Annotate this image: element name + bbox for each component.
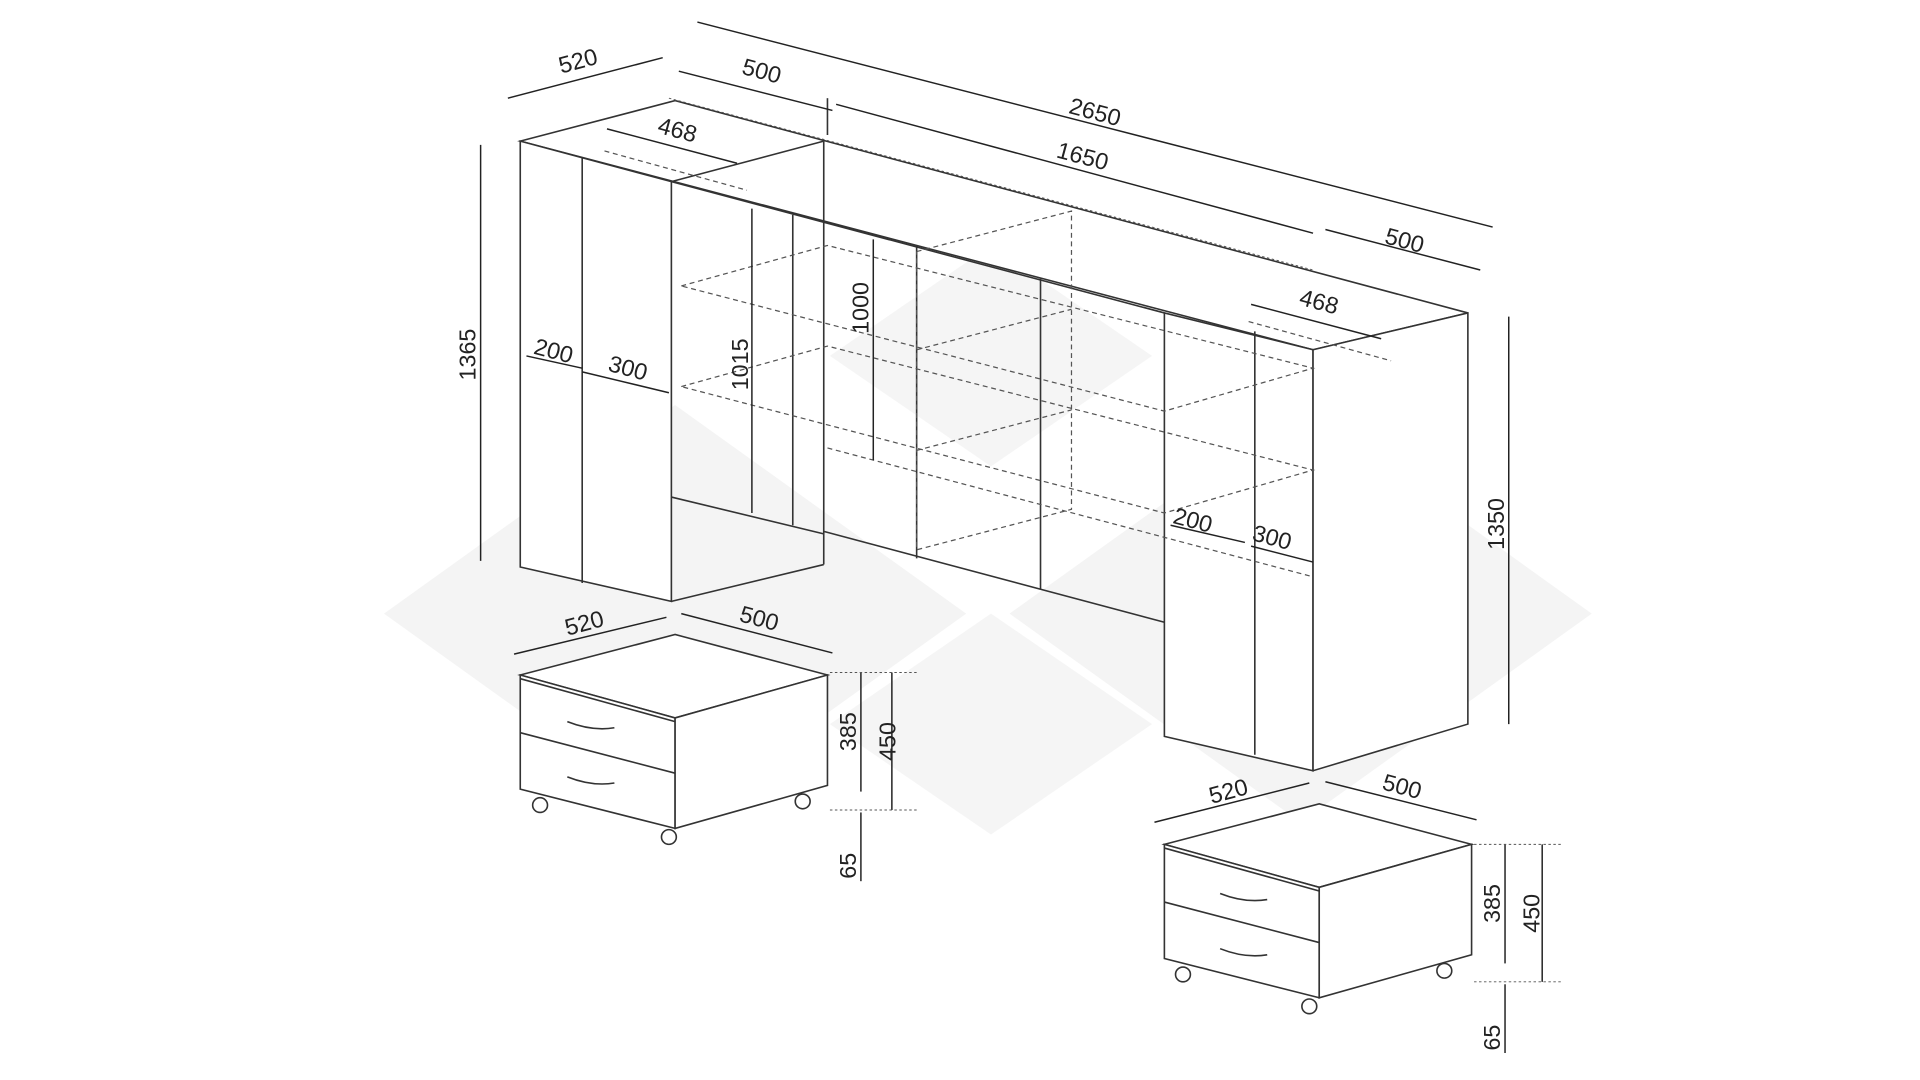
- wheel-icon: [1174, 966, 1192, 983]
- dim-ped-right-width: 500: [1380, 769, 1425, 804]
- dim-ped-right-body: 385: [1479, 884, 1505, 923]
- dim-ped-left-total: 450: [874, 722, 900, 761]
- dim-middle-length: 1650: [1054, 137, 1111, 175]
- pedestal-left: [513, 612, 917, 882]
- dim-shelf-height-a: 1015: [727, 338, 753, 390]
- dim-left-width: 500: [739, 53, 784, 88]
- wheel-icon: [660, 828, 678, 846]
- wheel-icon: [531, 796, 549, 814]
- wheel-icon: [794, 793, 811, 810]
- dim-ped-right-total: 450: [1519, 894, 1545, 933]
- wheel-icon: [1301, 998, 1318, 1015]
- dim-ped-right-wheel: 65: [1479, 1025, 1505, 1051]
- dim-ped-right-depth: 520: [1206, 774, 1251, 809]
- dim-ped-left-wheel: 65: [835, 853, 861, 879]
- wheel-icon: [1436, 962, 1453, 979]
- pedestal-right: [1154, 781, 1561, 1053]
- dim-right-width: 500: [1382, 223, 1427, 258]
- dim-right-height: 1350: [1483, 498, 1509, 550]
- dim-ped-left-body: 385: [835, 712, 861, 751]
- dim-left-height: 1365: [455, 329, 481, 381]
- dim-total-length: 2650: [1066, 93, 1123, 131]
- dimension-lines: [479, 21, 1510, 725]
- dim-shelf-height-b: 1000: [847, 282, 873, 334]
- main-unit: [517, 98, 1469, 772]
- dimension-labels: 520 500 2650 468 1650 500 468 1365 200 3…: [455, 43, 1545, 1050]
- dim-left-depth: 520: [556, 43, 601, 78]
